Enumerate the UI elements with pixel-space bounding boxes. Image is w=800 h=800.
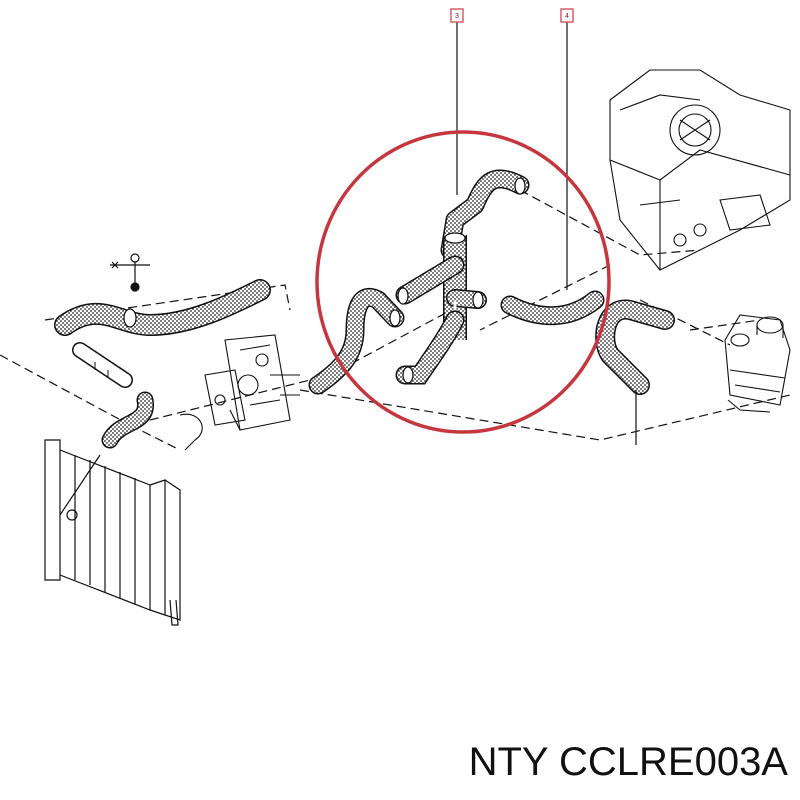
bolt-icon xyxy=(110,253,150,292)
clamp-icon xyxy=(389,177,526,384)
y-hose-assembly xyxy=(308,169,605,395)
callout-4[interactable]: 4 xyxy=(560,8,574,23)
engine-block-icon xyxy=(179,334,300,451)
radiator-icon xyxy=(44,439,181,626)
callout-leaders xyxy=(456,22,568,290)
expansion-tank-icon xyxy=(724,314,791,413)
callout-3[interactable]: 3 xyxy=(450,8,464,23)
lower-radiator-hose xyxy=(72,342,154,449)
heater-box-icon xyxy=(609,69,791,271)
part-number-caption: NTY CCLRE003A xyxy=(468,740,788,784)
highlight-circle xyxy=(315,130,611,434)
callout-4-label: 4 xyxy=(565,13,569,20)
u-hose xyxy=(595,299,675,445)
upper-radiator-hose xyxy=(54,279,271,337)
callout-3-label: 3 xyxy=(455,13,459,20)
